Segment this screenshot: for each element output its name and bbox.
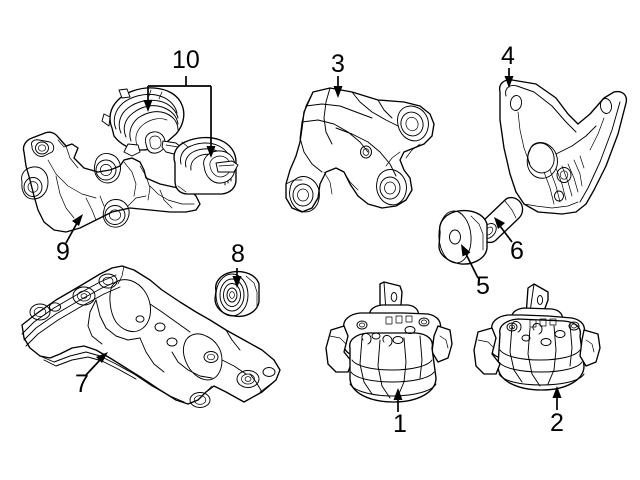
callout-10-leader bbox=[143, 76, 216, 158]
callout-2-label: 2 bbox=[550, 409, 564, 437]
part-9-engine-mount-bracket-lower[interactable] bbox=[21, 131, 201, 233]
callout-8-leader bbox=[232, 268, 242, 288]
callout-4-label: 4 bbox=[501, 42, 515, 70]
part-7-transmission-crossmember[interactable] bbox=[21, 265, 281, 408]
part-5-rubber-bushing-large[interactable] bbox=[437, 209, 488, 265]
callout-7-leader bbox=[85, 352, 108, 376]
part-2-engine-mount-right[interactable] bbox=[473, 283, 601, 391]
callout-1-label: 1 bbox=[393, 410, 407, 438]
callout-3-leader bbox=[333, 76, 343, 98]
callout-6-label: 6 bbox=[510, 237, 524, 265]
part-4-engine-support-bracket-right[interactable] bbox=[498, 79, 628, 215]
callout-8-label: 8 bbox=[231, 240, 245, 268]
callout-5-label: 5 bbox=[476, 272, 490, 300]
part-1-engine-mount-left[interactable] bbox=[325, 281, 453, 403]
part-3-engine-support-bracket-left[interactable] bbox=[285, 87, 435, 213]
callout-2-leader bbox=[552, 386, 562, 410]
part-8-transmission-mount-bushing[interactable] bbox=[214, 270, 260, 318]
callout-6-leader bbox=[494, 217, 513, 243]
callout-7-label: 7 bbox=[75, 370, 89, 398]
part-10b-transmission-mount-lower[interactable] bbox=[173, 136, 239, 195]
callout-3-label: 3 bbox=[331, 50, 345, 78]
callout-9-label: 9 bbox=[56, 238, 70, 266]
callout-9-leader bbox=[65, 214, 83, 244]
callout-1-leader bbox=[393, 388, 403, 412]
callout-5-leader bbox=[461, 244, 479, 279]
part-10a-transmission-mount-upper[interactable] bbox=[101, 87, 185, 157]
callout-4-leader bbox=[504, 68, 514, 88]
callout-10-label: 10 bbox=[172, 46, 200, 74]
